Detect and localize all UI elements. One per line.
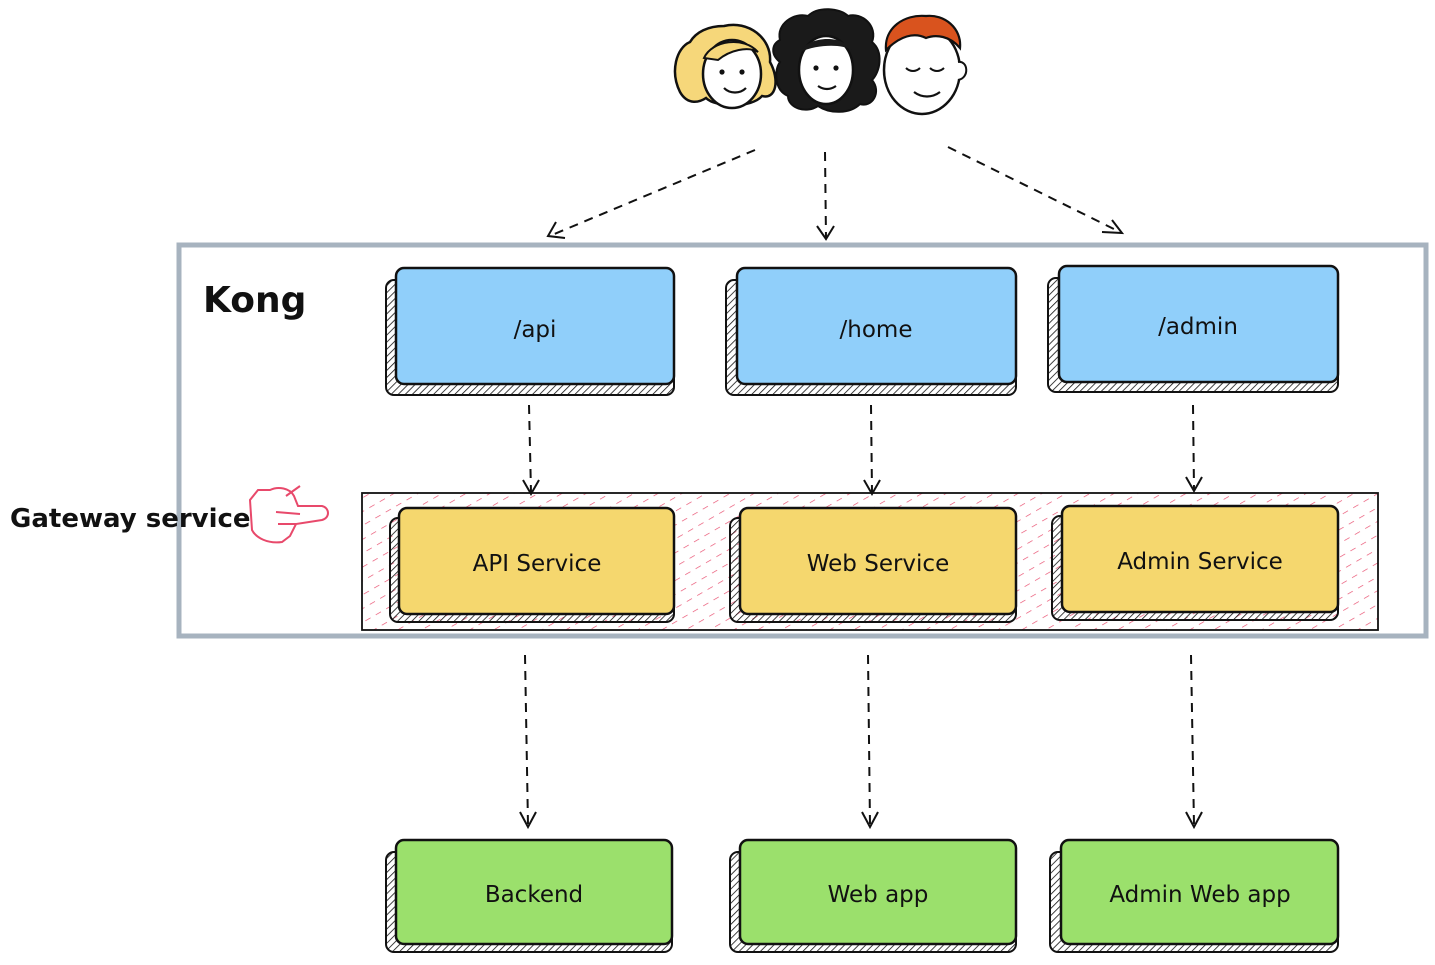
arrow-user-to-admin <box>947 146 1125 235</box>
user-face-blonde-icon <box>673 23 777 110</box>
route-api[interactable]: /api <box>385 266 676 396</box>
route-label: /home <box>840 317 913 343</box>
arrow-user-to-api <box>546 149 756 239</box>
target-backend[interactable]: Backend <box>385 838 674 953</box>
kong-title: Kong <box>203 280 306 321</box>
service-label: API Service <box>473 551 602 577</box>
target-admin-webapp[interactable]: Admin Web app <box>1049 838 1340 953</box>
arrow-api-service-to-backend <box>519 654 537 830</box>
gateway-service-label: Gateway service <box>10 504 251 534</box>
route-arrows <box>522 404 1203 497</box>
target-label: Web app <box>828 882 929 908</box>
pointing-hand-icon <box>248 485 329 544</box>
service-api[interactable]: API Service <box>389 506 676 623</box>
arrow-user-to-home <box>816 151 835 241</box>
target-webapp[interactable]: Web app <box>729 838 1018 953</box>
route-label: /api <box>514 317 557 343</box>
arrow-home-to-service <box>863 404 881 497</box>
users-icon <box>673 8 968 116</box>
arrow-web-service-to-webapp <box>861 654 879 830</box>
user-arrows <box>546 146 1125 241</box>
user-face-curly-icon <box>772 8 881 113</box>
service-label: Admin Service <box>1117 549 1283 575</box>
target-label: Backend <box>485 882 583 908</box>
target-label: Admin Web app <box>1109 882 1290 908</box>
service-label: Web Service <box>807 551 949 577</box>
service-arrows <box>519 654 1203 830</box>
route-label: /admin <box>1158 314 1238 340</box>
arrow-admin-to-service <box>1185 404 1203 494</box>
service-admin[interactable]: Admin Service <box>1051 504 1340 621</box>
route-admin[interactable]: /admin <box>1047 264 1340 393</box>
user-face-redhead-icon <box>882 14 968 116</box>
service-web[interactable]: Web Service <box>729 506 1018 623</box>
route-home[interactable]: /home <box>725 266 1018 396</box>
arrow-api-to-service <box>522 404 540 497</box>
kong-container <box>176 242 1429 639</box>
arrow-admin-service-to-adminapp <box>1185 654 1203 830</box>
